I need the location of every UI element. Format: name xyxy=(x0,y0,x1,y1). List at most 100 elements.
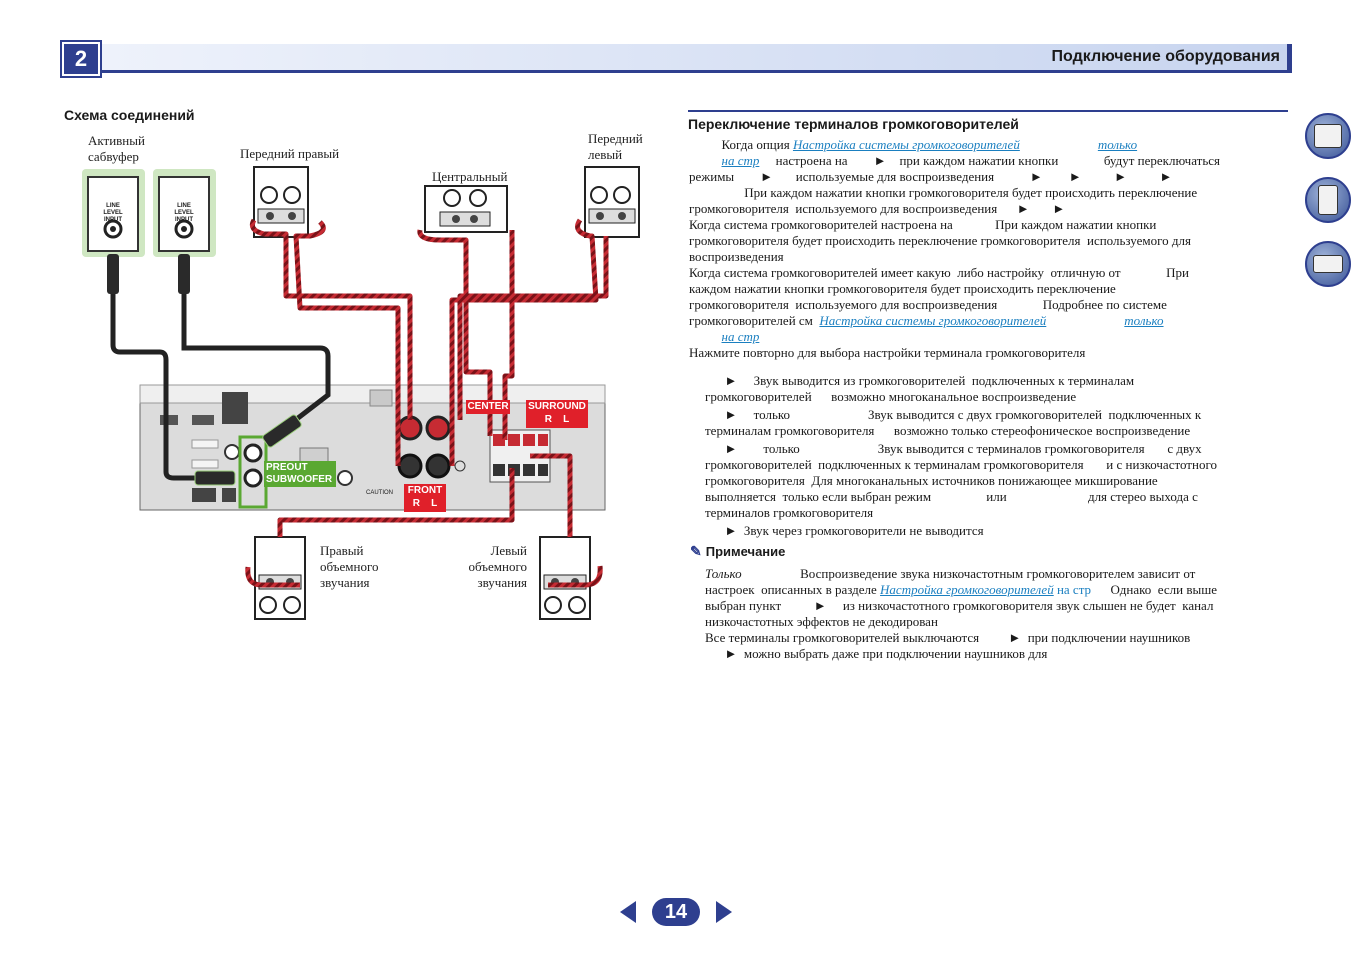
front-tag: FRONT R L xyxy=(404,484,446,512)
text-span: Воспроизведение звука низкочастотным гро… xyxy=(741,566,1196,581)
connection-diagram xyxy=(82,166,640,620)
options-list: ► Звук выводится из громкоговорителей по… xyxy=(705,373,1295,541)
header-bar: Подключение оборудования xyxy=(102,44,1290,73)
text-line: громкоговорителя используемого для воспр… xyxy=(689,201,1289,217)
text-span xyxy=(689,329,722,344)
speaker-surround-right xyxy=(254,536,306,620)
text-line: Только Воспроизведение звука низкочастот… xyxy=(705,566,1295,582)
section-heading: Переключение терминалов громкоговорителе… xyxy=(688,116,1019,132)
option-item: ► Звук выводится из громкоговорителей по… xyxy=(705,373,1295,405)
text-span: воспроизведения xyxy=(689,249,784,264)
speaker-front-left xyxy=(584,166,640,238)
text-span: громкоговорителей см xyxy=(689,313,820,328)
cross-reference-link[interactable]: только xyxy=(1124,313,1164,328)
diagram-heading: Схема соединений xyxy=(64,107,195,123)
option-item: ► только Звук выводится с терминалов гро… xyxy=(705,441,1295,521)
text-line: режимы ► используемые для воспроизведени… xyxy=(689,169,1289,185)
speaker-surround-left xyxy=(539,536,591,620)
label-active-subwoofer: Активный сабвуфер xyxy=(88,133,145,164)
cross-reference-link[interactable]: на стр xyxy=(721,329,760,344)
text-span: Однако если выше xyxy=(1091,582,1217,597)
cross-reference-link[interactable]: только xyxy=(1097,137,1138,152)
option-line: ► Звук выводится из громкоговорителей по… xyxy=(705,373,1135,388)
label-surround-right: Правый объемного звучания xyxy=(320,543,379,590)
connection-icon[interactable] xyxy=(1305,241,1351,287)
option-item: ► только Звук выводится с двух громкогов… xyxy=(705,407,1295,439)
speaker-center xyxy=(424,185,508,233)
line-level-tag-2: LINE LEVEL INPUT xyxy=(174,203,194,223)
text-line: Все терминалы громкоговорителей выключаю… xyxy=(705,630,1295,646)
text-line: низкочастотных эффектов не декодирован xyxy=(705,614,1295,630)
note-heading: ✎ Примечание xyxy=(690,543,786,559)
next-page-arrow-icon[interactable] xyxy=(716,901,732,923)
label-surround-left: Левый объемного звучания xyxy=(468,543,527,590)
manual-icon[interactable] xyxy=(1305,113,1351,159)
option-line: терминалам громкоговорителя возможно тол… xyxy=(705,423,1191,438)
text-span: Когда система громкоговорителей имеет ка… xyxy=(689,265,1189,280)
text-line: на стр настроена на ► при каждом нажатии… xyxy=(689,153,1289,169)
text-line: При каждом нажатии кнопки громкоговорите… xyxy=(689,185,1289,201)
option-line: громкоговорителей подключенных к термина… xyxy=(705,457,1217,472)
text-span: ► можно выбрать даже при подключении нау… xyxy=(705,646,1048,661)
text-line: выбран пункт ► из низкочастотного громко… xyxy=(705,598,1295,614)
option-item: ► Звук через громкоговорители не выводит… xyxy=(705,523,1295,539)
text-span: Когда опция xyxy=(689,137,793,152)
text-span xyxy=(689,153,722,168)
text-span xyxy=(1020,137,1098,152)
text-span: настроена на ► при каждом нажатии кнопки… xyxy=(759,153,1221,168)
text-span: каждом нажатии кнопки громкоговорителя б… xyxy=(689,281,1116,296)
line-level-tag-1: LINE LEVEL INPUT xyxy=(103,203,123,223)
option-line: ► только Звук выводится с терминалов гро… xyxy=(705,441,1202,456)
center-tag: CENTER xyxy=(466,400,510,414)
remote-control-icon[interactable] xyxy=(1305,177,1351,223)
text-line: Когда система громкоговорителей имеет ка… xyxy=(689,265,1289,281)
text-span: Нажмите повторно для выбора настройки те… xyxy=(689,345,1086,360)
cross-reference-link[interactable]: на стр xyxy=(721,153,760,168)
pencil-icon: ✎ xyxy=(690,543,702,559)
text-line: Когда опция Настройка системы громкогово… xyxy=(689,137,1289,153)
text-line: громкоговорителя используемого для воспр… xyxy=(689,297,1289,313)
caution-label: CAUTION xyxy=(366,490,393,496)
note-body: Только Воспроизведение звука низкочастот… xyxy=(705,566,1295,662)
surround-tag: SURROUND R L xyxy=(526,400,588,428)
text-span: Только xyxy=(705,566,742,581)
header-endcap xyxy=(1287,44,1292,73)
cross-reference-link[interactable]: Настройка системы громкоговорителей xyxy=(792,137,1020,152)
subwoofer-1 xyxy=(82,169,145,257)
text-span: Когда система громкоговорителей настроен… xyxy=(689,217,1157,232)
cross-reference-link[interactable]: Настройка системы громкоговорителей xyxy=(819,313,1047,328)
text-span: режимы ► используемые для воспроизведени… xyxy=(689,169,1173,184)
text-line: ► можно выбрать даже при подключении нау… xyxy=(705,646,1295,662)
text-line: воспроизведения xyxy=(689,249,1289,265)
section-rule xyxy=(688,110,1288,112)
text-span: громкоговорителя используемого для воспр… xyxy=(689,297,1167,312)
subwoofer-2 xyxy=(153,169,216,257)
option-line: выполняется только если выбран режим или… xyxy=(705,489,1198,504)
text-span: громкоговорителя используемого для воспр… xyxy=(689,201,1066,216)
text-line: громкоговорителей см Настройка системы г… xyxy=(689,313,1289,329)
option-line: ► Звук через громкоговорители не выводит… xyxy=(705,523,984,538)
text-span: Все терминалы громкоговорителей выключаю… xyxy=(705,630,1191,645)
text-line: Нажмите повторно для выбора настройки те… xyxy=(689,345,1289,361)
section-body: Когда опция Настройка системы громкогово… xyxy=(689,137,1289,361)
text-span: громкоговорителя будет происходить перек… xyxy=(689,233,1191,248)
text-line: громкоговорителя будет происходить перек… xyxy=(689,233,1289,249)
text-span: При каждом нажатии кнопки громкоговорите… xyxy=(689,185,1198,200)
cross-reference-link[interactable]: Настройка громкоговорителей xyxy=(880,582,1054,597)
previous-page-arrow-icon[interactable] xyxy=(620,901,636,923)
label-front-right: Передний правый xyxy=(240,146,340,161)
option-line: громкоговорителя Для многоканальных исто… xyxy=(705,473,1158,488)
text-line: каждом нажатии кнопки громкоговорителя б… xyxy=(689,281,1289,297)
text-span: настроек описанных в разделе xyxy=(705,582,881,597)
option-line: громкоговорителей возможно многоканально… xyxy=(705,389,1077,404)
preout-subwoofer-tag: PREOUT SUBWOOFER xyxy=(264,461,336,487)
text-span: низкочастотных эффектов не декодирован xyxy=(705,614,938,629)
text-line: настроек описанных в разделе Настройка г… xyxy=(705,582,1295,598)
option-line: терминалов громкоговорителя xyxy=(705,505,874,520)
speaker-front-right xyxy=(253,166,309,238)
option-line: ► только Звук выводится с двух громкогов… xyxy=(705,407,1202,422)
text-line: на стр xyxy=(689,329,1289,345)
text-span xyxy=(1046,313,1124,328)
page-reference-link[interactable]: на стр xyxy=(1053,582,1092,597)
label-center: Центральный xyxy=(432,169,508,184)
